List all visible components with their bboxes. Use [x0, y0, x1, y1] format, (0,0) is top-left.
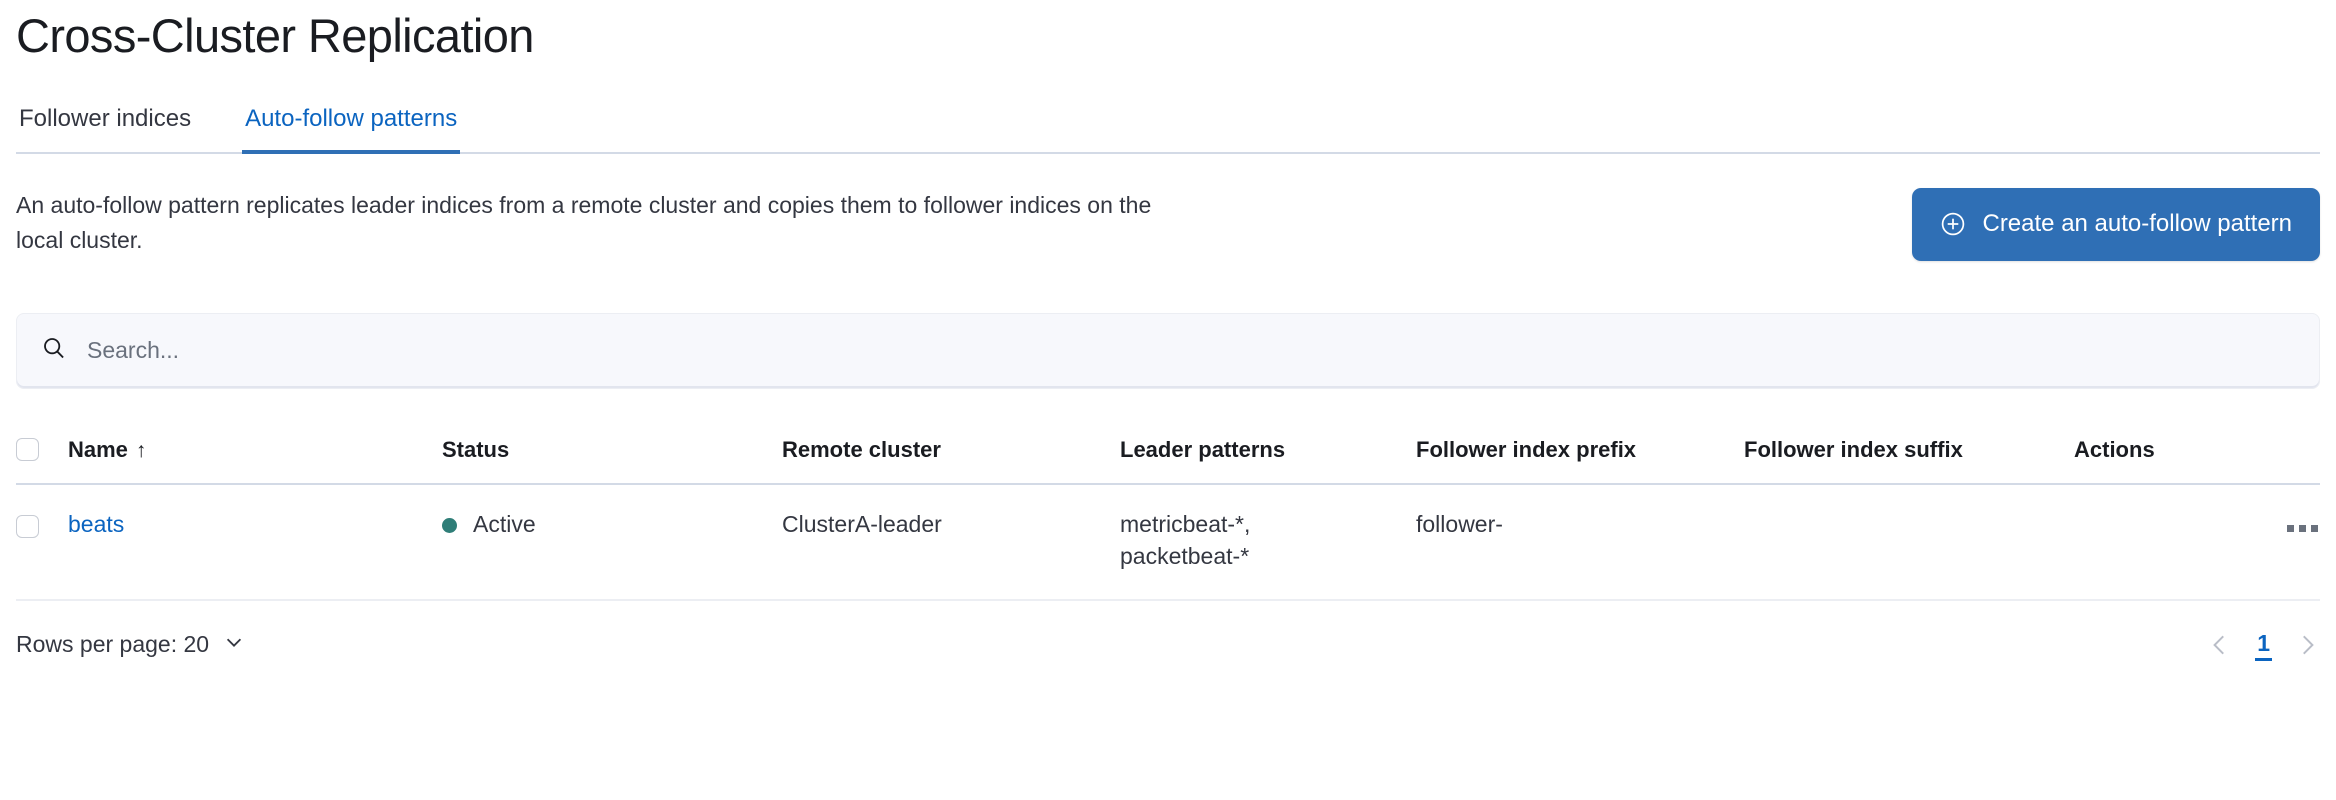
column-header-follower-index-prefix[interactable]: Follower index prefix	[1416, 436, 1744, 486]
search-input[interactable]	[87, 337, 2295, 365]
tab-follower-indices[interactable]: Follower indices	[16, 104, 194, 152]
page-number-1[interactable]: 1	[2255, 629, 2272, 661]
leader-patterns-text: metricbeat-*, packetbeat-*	[1120, 511, 1251, 570]
cell-actions	[2074, 484, 2320, 601]
chevron-down-icon	[223, 631, 245, 659]
cell-remote-cluster: ClusterA-leader	[782, 484, 1120, 601]
tab-bar: Follower indices Auto-follow patterns	[16, 96, 2320, 154]
cell-status: Active	[442, 484, 782, 601]
column-header-leader-patterns[interactable]: Leader patterns	[1120, 436, 1416, 486]
column-header-status[interactable]: Status	[442, 436, 782, 486]
column-header-follower-index-suffix[interactable]: Follower index suffix	[1744, 436, 2074, 486]
intro-description: An auto-follow pattern replicates leader…	[16, 191, 1152, 253]
cell-follower-index-suffix	[1744, 484, 2074, 601]
cell-follower-index-prefix: follower-	[1416, 484, 1744, 601]
plus-in-circle-icon	[1940, 211, 1966, 237]
pagination: 1	[2207, 629, 2320, 661]
tab-label: Auto-follow patterns	[245, 104, 458, 132]
search-icon	[41, 335, 67, 366]
rows-per-page-selector[interactable]: Rows per page: 20	[16, 631, 245, 659]
search-bar[interactable]	[16, 312, 2320, 389]
tab-label: Follower indices	[19, 104, 192, 132]
create-auto-follow-pattern-button[interactable]: Create an auto-follow pattern	[1912, 187, 2320, 261]
auto-follow-pattern-link[interactable]: beats	[68, 511, 125, 538]
chevron-right-icon[interactable]	[2294, 632, 2320, 658]
column-label: Name	[68, 437, 128, 463]
column-header-name[interactable]: Name ↑	[68, 436, 442, 486]
column-header-actions: Actions	[2074, 436, 2320, 486]
sort-ascending-icon: ↑	[135, 439, 147, 463]
select-all-checkbox[interactable]	[16, 438, 39, 462]
status-text: Active	[473, 511, 536, 538]
row-select-cell	[16, 484, 68, 601]
column-label: Follower index prefix	[1416, 437, 1637, 463]
chevron-left-icon[interactable]	[2207, 632, 2233, 658]
intro-section: An auto-follow pattern replicates leader…	[16, 187, 2320, 261]
column-label: Follower index suffix	[1744, 437, 1963, 463]
column-label: Remote cluster	[782, 437, 941, 463]
rows-per-page-label: Rows per page: 20	[16, 631, 210, 658]
status-dot-icon	[442, 517, 457, 533]
column-label: Leader patterns	[1120, 437, 1286, 463]
tab-auto-follow-patterns[interactable]: Auto-follow patterns	[242, 104, 461, 154]
row-checkbox[interactable]	[16, 514, 39, 538]
column-label: Status	[442, 437, 510, 463]
cell-name: beats	[68, 484, 442, 601]
table-header-row: Name ↑ Status Remote cluster Leader patte…	[16, 436, 2320, 486]
auto-follow-patterns-table: Name ↑ Status Remote cluster Leader patte…	[16, 436, 2320, 601]
page-title: Cross-Cluster Replication	[16, 9, 534, 62]
table-row: beats Active ClusterA-leader metricbeat-…	[16, 484, 2320, 601]
table-footer: Rows per page: 20 1	[16, 629, 2320, 661]
column-label: Actions	[2074, 437, 2155, 463]
ellipsis-horizontal-icon[interactable]	[2285, 519, 2320, 538]
cell-leader-patterns: metricbeat-*, packetbeat-*	[1120, 484, 1416, 601]
column-header-remote-cluster[interactable]: Remote cluster	[782, 436, 1120, 486]
select-all-header	[16, 436, 68, 486]
create-button-label: Create an auto-follow pattern	[1982, 210, 2292, 238]
